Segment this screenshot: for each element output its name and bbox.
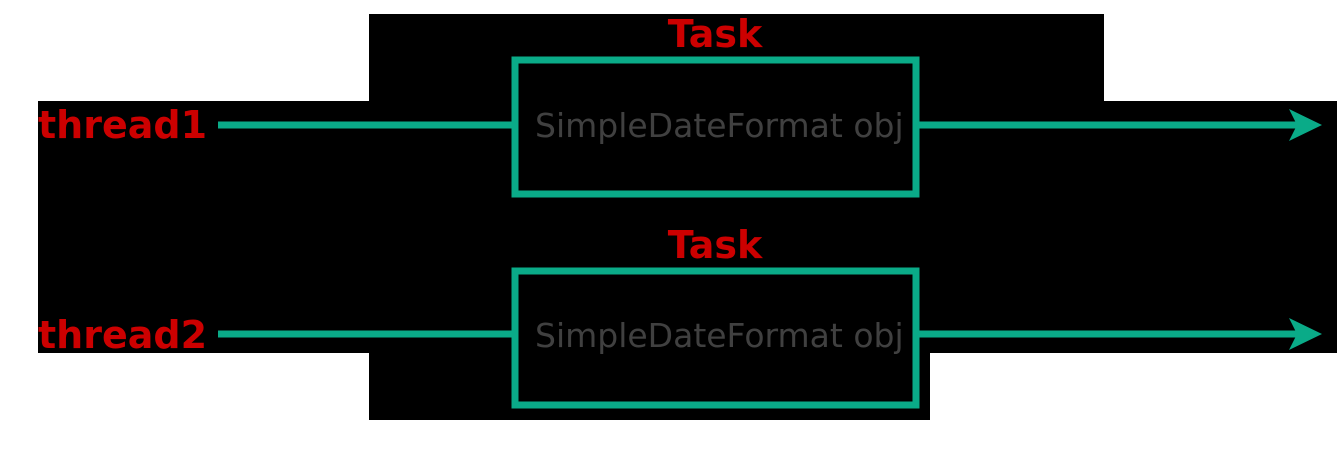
task-box-2 [511, 267, 920, 409]
object-label-1: SimpleDateFormat obj [535, 106, 904, 145]
thread-label-2: thread2 [38, 313, 207, 357]
arrow-right-icon-2 [1289, 318, 1322, 350]
task-label-1: Task [668, 12, 763, 56]
thread-label-1: thread1 [38, 103, 207, 147]
object-label-2: SimpleDateFormat obj [535, 316, 904, 355]
arrow-right-icon-1 [1289, 109, 1322, 141]
background-panel-top [38, 14, 1337, 420]
task-label-2: Task [668, 223, 763, 267]
